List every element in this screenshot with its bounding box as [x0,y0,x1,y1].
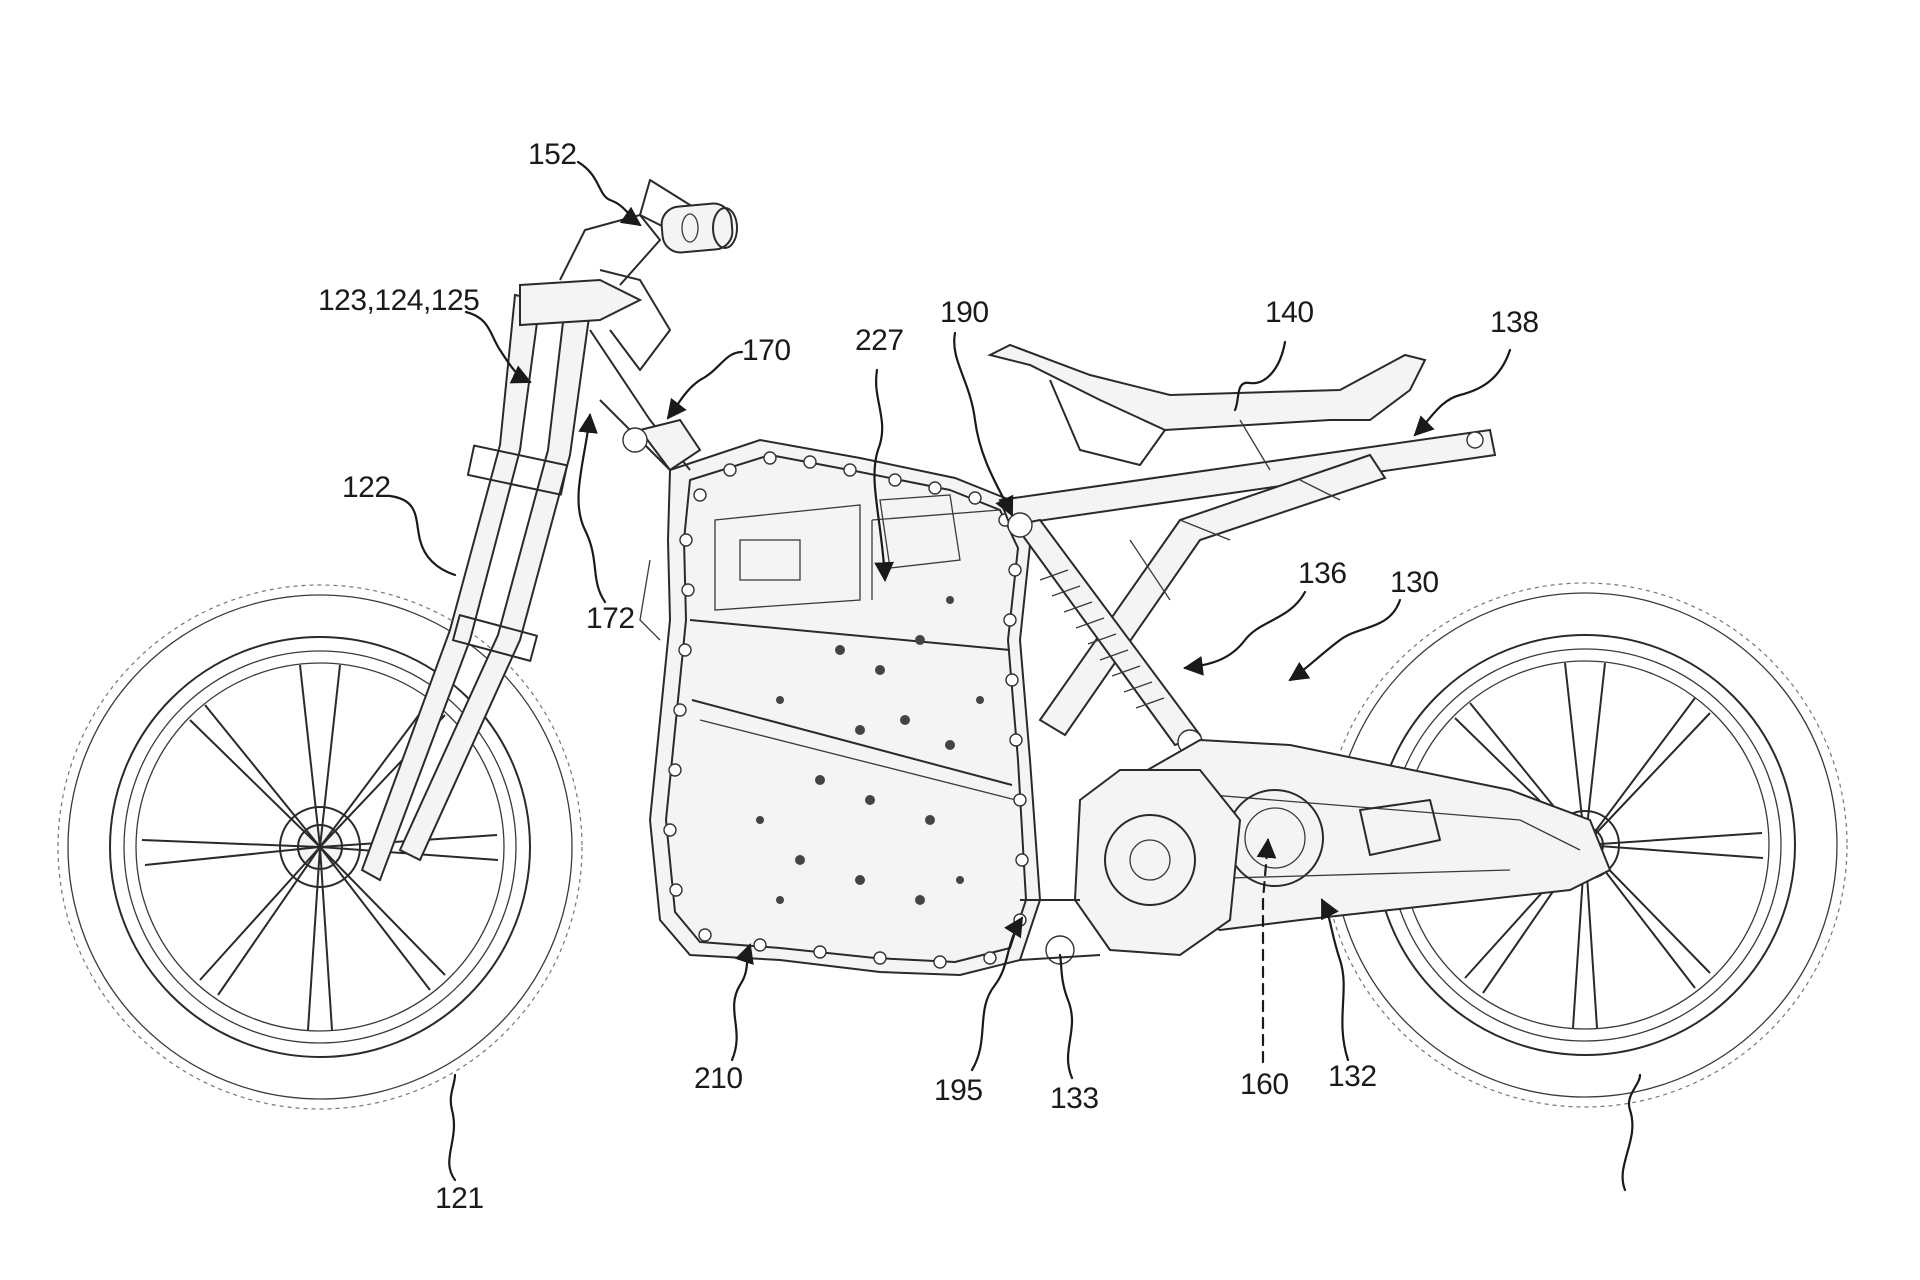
ref-label-227: 227 [855,324,904,357]
leader-122 [388,494,457,577]
leader-rear-wheel [1621,1073,1642,1192]
leader-195 [970,916,1024,1072]
leader-172 [577,413,607,604]
seat [987,343,1427,471]
leader-136 [1183,590,1307,676]
leader-140 [1233,340,1287,412]
upper-frame [589,329,702,641]
ref-label-170: 170 [742,334,791,367]
leader-132 [1320,898,1350,1062]
ref-label-122: 122 [342,471,391,504]
ref-label-172: 172 [586,602,635,635]
handlebar-grip [639,179,738,254]
ref-label-121: 121 [435,1182,484,1215]
reference-labels: 152 123,124,125 170 227 190 140 138 122 … [318,138,1642,1215]
ref-label-160: 160 [1240,1068,1289,1101]
ref-label-140: 140 [1265,296,1314,329]
ref-label-195: 195 [934,1074,983,1107]
leader-130 [1288,598,1402,682]
battery-housing [648,438,1042,977]
ref-label-133: 133 [1050,1082,1099,1115]
front-wheel [57,584,583,1110]
motor-housing [1019,769,1242,965]
leader-190 [953,331,1014,517]
ref-label-132: 132 [1328,1060,1377,1093]
ref-label-152: 152 [528,138,577,171]
leader-152 [576,160,642,227]
ref-label-210: 210 [694,1062,743,1095]
leader-121 [448,1073,457,1182]
ref-label-138: 138 [1490,306,1539,339]
leader-160 [1256,838,1277,1064]
leader-138 [1413,348,1512,437]
leader-227 [873,368,894,582]
ref-label-123-124-125: 123,124,125 [318,284,479,317]
leader-170 [666,350,744,420]
leader-210 [730,943,754,1062]
leader-123-124-125 [464,310,532,384]
ref-label-136: 136 [1298,557,1347,590]
leader-133 [1058,953,1074,1080]
ref-label-190: 190 [940,296,989,329]
front-fork [360,214,671,882]
ref-label-130: 130 [1390,566,1439,599]
